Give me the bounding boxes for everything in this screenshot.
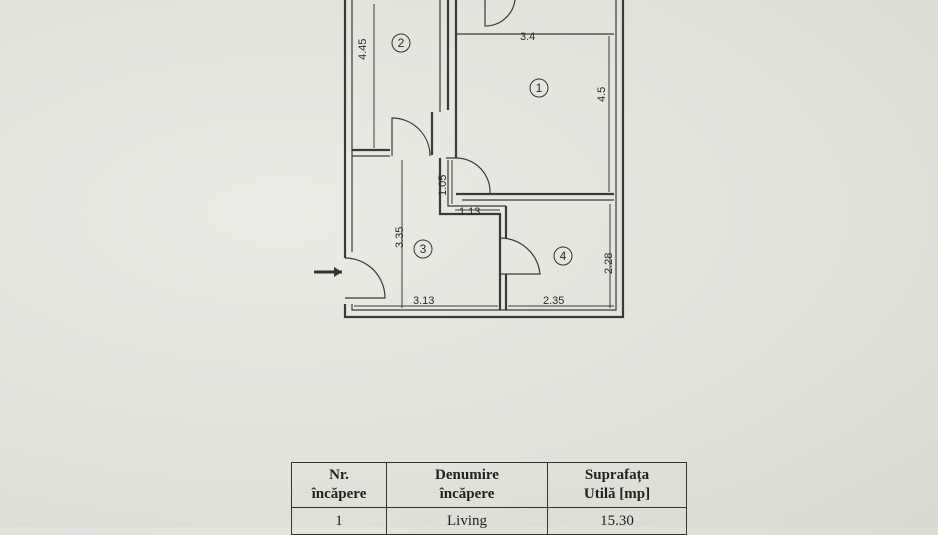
svg-text:1: 1	[536, 81, 543, 95]
dim-3-4: 3.4	[520, 31, 535, 43]
cell-nr: 1	[291, 507, 387, 535]
svg-text:2: 2	[398, 36, 405, 50]
header-area-line1: Suprafața	[584, 467, 650, 483]
cell-name: Living	[386, 507, 548, 535]
dim-1-13: 1.13	[459, 206, 480, 218]
header-area: Suprafața Utilă [mp]	[547, 462, 687, 508]
dim-4-45: 4.45	[357, 39, 369, 60]
dim-3-13: 3.13	[413, 295, 434, 307]
dim-4-5: 4.5	[596, 87, 608, 102]
dim-1-05: 1.05	[437, 175, 449, 196]
header-name-line2: încăpere	[439, 486, 495, 502]
cell-area: 15.30	[547, 507, 687, 535]
header-area-line2: Utilă [mp]	[583, 486, 651, 502]
room-marker-3: 3	[413, 239, 433, 259]
dim-2-28: 2.28	[603, 253, 615, 274]
header-name-line1: Denumire	[435, 467, 499, 483]
room-marker-1: 1	[529, 78, 549, 98]
room-marker-2: 2	[391, 33, 411, 53]
header-name: Denumire încăpere	[386, 462, 548, 508]
room-1-walls	[454, 0, 614, 201]
header-nr: Nr. încăpere	[291, 462, 387, 508]
svg-text:4: 4	[560, 249, 567, 263]
area-table-header-row: Nr. încăpere Denumire încăpere Suprafața…	[291, 462, 687, 508]
room-3-4-walls	[438, 158, 508, 310]
room-marker-4: 4	[553, 246, 573, 266]
entrance-arrow	[314, 267, 342, 277]
header-nr-line2: încăpere	[311, 486, 367, 502]
dimension-lines	[354, 4, 614, 308]
header-nr-line1: Nr.	[329, 467, 349, 483]
area-table: Nr. încăpere Denumire încăpere Suprafața…	[291, 462, 687, 535]
outer-walls	[343, 0, 625, 319]
dim-2-35: 2.35	[543, 295, 564, 307]
door-room1-top	[484, 0, 516, 27]
door-room1	[446, 157, 491, 195]
door-room4	[499, 237, 541, 275]
room-2-walls	[352, 0, 450, 157]
svg-text:3: 3	[420, 242, 427, 256]
dim-3-35: 3.35	[394, 227, 406, 248]
table-row: 1 Living 15.30	[291, 507, 687, 535]
door-room2	[391, 117, 431, 157]
doors	[344, 0, 541, 299]
door-entrance	[344, 257, 386, 299]
